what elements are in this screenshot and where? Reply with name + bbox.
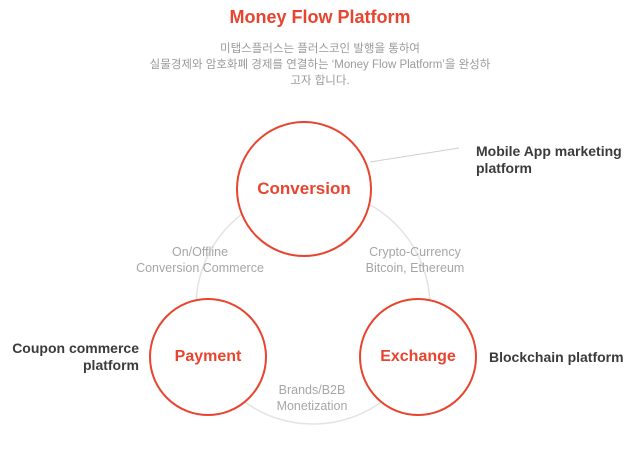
edge-label-line: On/Offline [171,245,229,259]
edge-label-line: Bitcoin, Ethereum [365,261,465,275]
subtitle-line-1: 미탭스플러스는 플러스코인 발행을 통하여 [219,43,421,55]
node-payment-label: Payment [174,348,242,365]
edge-label-conversion-payment: On/Offline Conversion Commerce [95,244,305,276]
edge-label-line: Monetization [276,399,348,413]
edge-label-line: Conversion Commerce [136,261,264,275]
node-conversion-label: Conversion [257,179,351,198]
edge-label-line: Crypto-Currency [369,245,461,259]
subtitle-line-3: 고자 합니다. [290,75,350,87]
edge-label-payment-exchange: Brands/B2B Monetization [207,382,417,414]
subtitle-text: 미탭스플러스는 플러스코인 발행을 통하여 실물경제와 암호화폐 경제를 연결하… [110,41,530,89]
annotation-line: platform [83,357,139,373]
edge-label-line: Brands/B2B [278,383,346,397]
annotation-payment: Coupon commerce platform [0,340,139,374]
annotation-conversion: Mobile App marketing platform [476,143,636,177]
subtitle-line-2: 실물경제와 암호화폐 경제를 연결하는 ‘Money Flow Platform… [149,59,491,71]
node-exchange-label: Exchange [380,348,456,365]
page-title: Money Flow Platform [229,7,411,27]
edge-label-conversion-exchange: Crypto-Currency Bitcoin, Ethereum [310,244,520,276]
annotation-line: platform [476,160,532,176]
annotation-line: Blockchain platform [489,349,624,365]
node-payment: Payment [149,298,267,416]
annotation-exchange: Blockchain platform [489,349,639,366]
annotation-connector-line [369,147,460,163]
node-exchange: Exchange [359,298,477,416]
annotation-line: Mobile App marketing [476,143,622,159]
annotation-line: Coupon commerce [12,340,139,356]
node-conversion: Conversion [236,121,372,257]
